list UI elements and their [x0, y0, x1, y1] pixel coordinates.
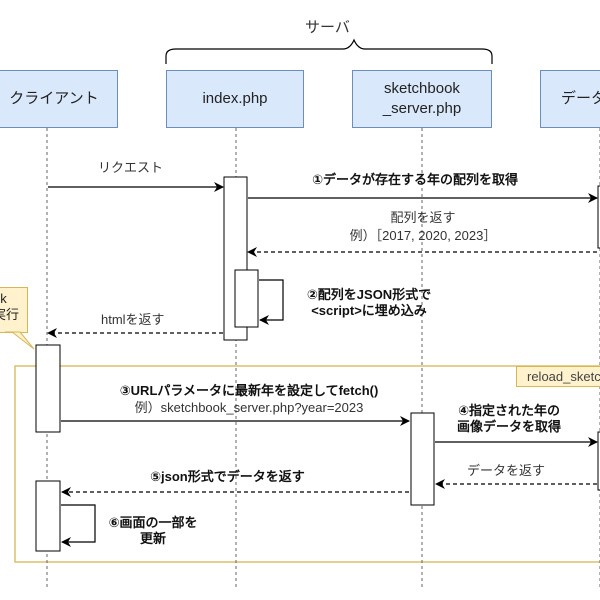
note-callout: ok 実行 — [0, 287, 28, 333]
label-step1: ①データが存在する年の配列を取得 — [312, 172, 519, 187]
label-return-html: htmlを返す — [101, 312, 165, 327]
label-return-array-line2: 例）［2017, 2020, 2023］ — [349, 228, 497, 243]
label-step4-line2: 画像データを取得 — [456, 419, 561, 434]
participant-client-label: クライアント — [9, 90, 99, 107]
note-line2: 実行 — [0, 307, 20, 322]
arrow-step2-self — [259, 279, 284, 325]
label-return-array: 配列を返す 例）［2017, 2020, 2023］ — [330, 210, 516, 244]
participant-database-label: データ — [561, 90, 600, 107]
label-step4-line1: ④指定された年の — [457, 403, 560, 418]
participant-sketchbook-line2: _server.php — [382, 100, 462, 117]
arrow-step6-self — [61, 504, 96, 547]
label-step2: ②配列をJSON形式で <script>に埋め込み — [298, 287, 440, 319]
label-step2-line2: <script>に埋め込み — [311, 303, 427, 318]
activation-client-1 — [35, 344, 61, 433]
label-step5: ⑤json形式でデータを返す — [150, 469, 305, 484]
label-step4: ④指定された年の 画像データを取得 — [446, 403, 572, 435]
participant-sketchbook-server: sketchbook _server.php — [352, 70, 492, 128]
server-group-label: サーバ — [305, 19, 350, 36]
frame-label: reload_sketc — [516, 366, 600, 387]
participant-index-label: index.php — [202, 90, 268, 107]
participant-database: データ — [540, 70, 600, 128]
activation-database-1 — [597, 185, 600, 249]
label-request: リクエスト — [98, 160, 164, 175]
label-return-data: データを返す — [467, 463, 546, 478]
label-step3-line1: ③URLパラメータに最新年を設定してfetch() — [119, 383, 379, 398]
label-step6: ⑥画面の一部を 更新 — [100, 515, 206, 547]
participant-sketchbook-line1: sketchbook — [384, 80, 460, 97]
label-step3-line2: 例）sketchbook_server.php?year=2023 — [134, 400, 364, 415]
activation-sketchbook-server — [410, 412, 435, 506]
participant-index: index.php — [166, 70, 304, 128]
participant-client: クライアント — [0, 70, 118, 128]
label-step6-line2: 更新 — [139, 531, 166, 546]
server-group-brace — [165, 38, 493, 64]
reload-frame — [14, 365, 600, 563]
activation-index-self — [234, 269, 259, 328]
note-line1: ok — [0, 291, 7, 306]
label-step6-line1: ⑥画面の一部を — [108, 515, 198, 530]
label-return-array-line1: 配列を返す — [390, 210, 456, 225]
activation-database-2 — [597, 431, 600, 491]
activation-client-2 — [35, 480, 61, 552]
label-step3: ③URLパラメータに最新年を設定してfetch() 例）sketchbook_s… — [90, 383, 408, 416]
participant-sketchbook-server-label: sketchbook _server.php — [383, 79, 461, 119]
label-step2-line1: ②配列をJSON形式で — [306, 287, 432, 302]
